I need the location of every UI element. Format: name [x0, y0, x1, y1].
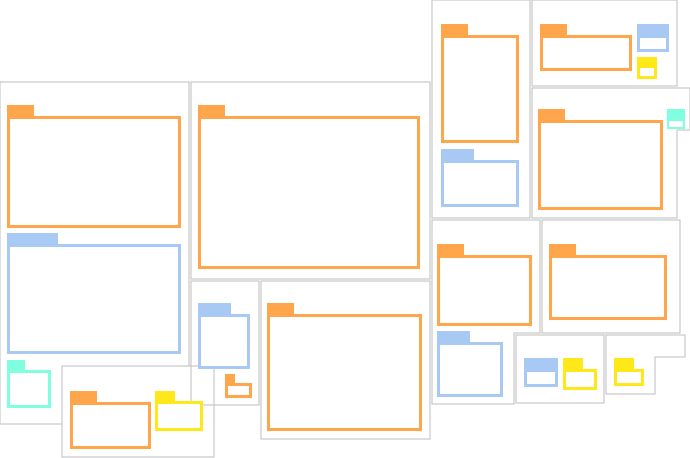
folder-icon	[437, 331, 503, 397]
folder-body	[437, 342, 503, 397]
panel-11	[515, 334, 605, 404]
folder-tab	[7, 233, 58, 244]
folder-tab	[614, 358, 634, 369]
folder-tab	[437, 244, 464, 255]
folder-body	[225, 383, 252, 398]
panel-8	[531, 87, 690, 219]
folder-tab	[667, 109, 685, 119]
folder-body	[437, 255, 532, 326]
folder-tab	[155, 391, 175, 401]
folder-body	[7, 116, 181, 228]
folder-body	[267, 314, 422, 431]
panel-4	[190, 280, 260, 406]
folder-icon	[540, 24, 632, 71]
folder-tab	[637, 57, 657, 65]
folder-icon	[637, 24, 669, 52]
folder-icon	[225, 374, 252, 398]
folder-tab	[549, 244, 576, 255]
panel-12	[605, 334, 686, 395]
folder-icon	[437, 244, 532, 326]
folder-body	[70, 402, 151, 449]
folder-body	[563, 369, 597, 390]
folder-tab	[637, 24, 669, 35]
folder-tab	[441, 149, 474, 160]
folder-body	[155, 401, 203, 431]
folder-icon	[441, 149, 519, 207]
folder-tab	[441, 24, 468, 35]
panel-7	[531, 0, 678, 87]
folder-tab	[198, 105, 225, 116]
folder-layer	[7, 24, 685, 449]
folder-icon	[538, 109, 663, 210]
folder-body	[7, 370, 51, 408]
folder-tab	[70, 391, 97, 402]
panel-10	[541, 219, 681, 334]
folder-icon	[637, 57, 657, 79]
folder-icon	[667, 109, 685, 129]
folder-tab	[563, 358, 583, 369]
folder-icon	[7, 360, 51, 408]
folder-icon	[198, 303, 250, 369]
folder-tab	[267, 303, 294, 314]
folder-icon	[70, 391, 151, 449]
folder-body	[198, 116, 420, 269]
folder-icon	[524, 358, 558, 387]
folder-tab	[538, 109, 565, 120]
folder-icon	[198, 105, 420, 269]
folder-tab	[7, 105, 34, 116]
folder-body	[441, 35, 519, 143]
folder-body	[549, 255, 667, 320]
folder-body	[667, 119, 685, 129]
folder-body	[441, 160, 519, 207]
folder-icon	[441, 24, 519, 143]
folder-icon	[7, 105, 181, 228]
panel-6	[431, 0, 531, 219]
folder-tab	[437, 331, 470, 342]
panel-9	[431, 219, 541, 405]
folder-body	[637, 65, 657, 79]
folder-body	[198, 314, 250, 369]
folder-icon	[7, 233, 181, 354]
folder-body	[524, 369, 558, 387]
panel-2	[61, 365, 215, 458]
folder-tab	[225, 374, 235, 383]
folder-body	[538, 120, 663, 210]
folder-tab	[524, 358, 558, 369]
panel-5	[260, 280, 431, 440]
folder-body	[614, 369, 644, 386]
folder-icon	[155, 391, 203, 431]
folder-icon	[614, 358, 644, 386]
folder-tab	[7, 360, 25, 370]
folder-body	[540, 35, 632, 71]
folder-icon	[563, 358, 597, 390]
folder-body	[7, 244, 181, 354]
folder-body	[637, 35, 669, 52]
folder-tab	[198, 303, 231, 314]
panel-3	[190, 81, 431, 280]
folder-icon	[549, 244, 667, 320]
folder-tab	[540, 24, 567, 35]
folder-icon	[267, 303, 422, 431]
